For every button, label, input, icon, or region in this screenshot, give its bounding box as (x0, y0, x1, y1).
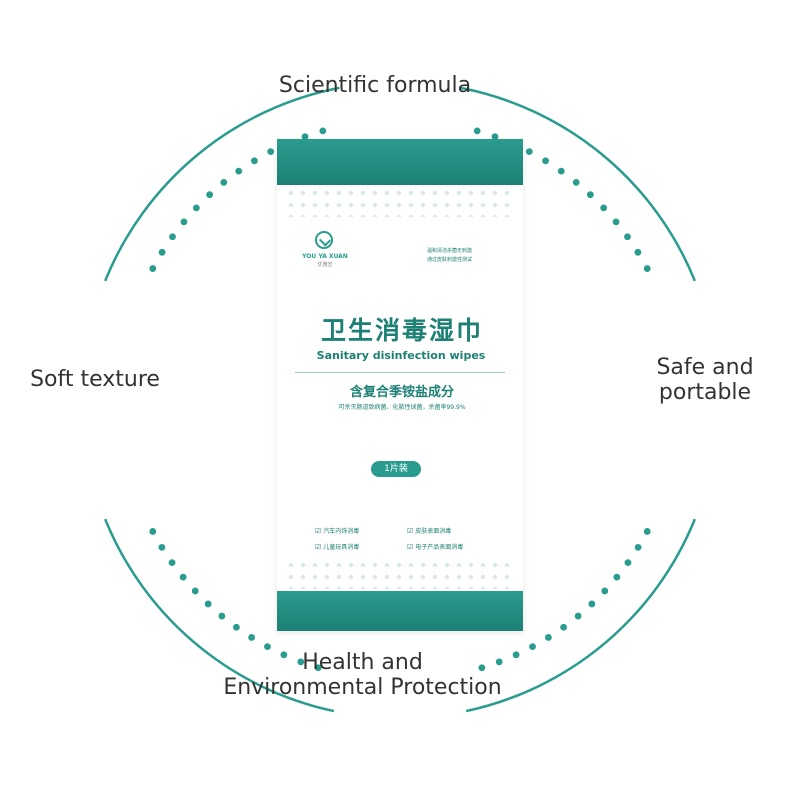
frame-dot-bottom-left (233, 623, 240, 631)
feature-health-environment: Health and Environmental Protection (190, 650, 535, 700)
frame-dot-bottom-left (158, 543, 166, 551)
brand-name-en: YOU YA XUAN (302, 253, 348, 260)
feature-health-line1: Health and (302, 650, 423, 675)
frame-dot-top-right (643, 265, 651, 272)
feature-health-line2: Environmental Protection (223, 675, 502, 700)
frame-dot-top-left (206, 191, 214, 199)
frame-dot-top-right (572, 178, 580, 186)
frame-dot-top-left (149, 265, 157, 272)
frame-dot-bottom-right (574, 612, 582, 620)
frame-dot-top-left (267, 148, 275, 156)
frame-dot-bottom-left (204, 600, 212, 608)
package-bottom-band (277, 591, 523, 631)
frame-dot-top-right (542, 157, 550, 165)
frame-dot-top-left (169, 233, 176, 241)
frame-dot-top-left (250, 157, 258, 165)
feature-safe-portable-line2: portable (658, 380, 752, 405)
frame-dot-top-left (158, 248, 166, 256)
frame-dot-bottom-right (601, 587, 609, 595)
package-top-band (277, 139, 523, 185)
frame-dot-bottom-left (179, 573, 187, 581)
frame-dot-bottom-left (280, 651, 288, 659)
frame-dot-bottom-left (168, 559, 176, 566)
frame-dot-bottom-right (529, 643, 536, 651)
product-small-text: 可杀灭肠道致病菌、化脓性球菌，杀菌率99.9% (338, 404, 466, 411)
frame-dot-bottom-right (544, 634, 552, 641)
count-badge: 1片装 (371, 461, 421, 477)
frame-dot-bottom-right (560, 623, 567, 631)
frame-dot-top-left (180, 218, 188, 226)
frame-dot-bottom-right (613, 573, 621, 581)
frame-dot-top-right (624, 233, 631, 241)
title-divider (295, 372, 505, 373)
frame-dot-top-left (235, 167, 243, 175)
frame-dot-bottom-right (643, 528, 651, 535)
package-note-line2: 通过皮肤刺激性测试 (427, 257, 473, 263)
package-pattern-top (285, 187, 515, 217)
frame-dot-bottom-left (248, 634, 256, 641)
frame-dot-top-right (612, 218, 620, 226)
use-item-car-interior: 汽车内饰消毒 (315, 526, 359, 535)
use-item-skin-surface: 皮肤表面消毒 (407, 526, 451, 535)
frame-arc-top-left (103, 86, 340, 282)
frame-dot-top-right (473, 127, 481, 135)
package-pattern-bottom (285, 559, 515, 589)
frame-dot-top-right (525, 148, 533, 156)
frame-arc-bottom-right (465, 518, 697, 713)
frame-dot-bottom-left (264, 643, 271, 651)
frame-dot-top-left (301, 133, 309, 141)
frame-dot-top-right (600, 204, 608, 212)
frame-dot-top-right (557, 167, 565, 175)
frame-dot-bottom-left (191, 587, 199, 595)
frame-arc-bottom-left (103, 518, 335, 713)
frame-dot-bottom-right (512, 651, 520, 659)
package-note-line1: 温和清洁杀菌无刺激 (427, 248, 473, 254)
frame-dot-top-right (586, 191, 594, 199)
feature-scientific-formula: Scientific formula (278, 73, 472, 98)
frame-dot-top-right (491, 133, 499, 141)
product-title-zh: 卫生消毒湿巾 (320, 316, 483, 345)
frame-dot-bottom-left (149, 528, 157, 535)
feature-soft-texture: Soft texture (30, 367, 160, 392)
product-subtitle-zh: 含复合季铵盐成分 (349, 385, 454, 400)
frame-dot-bottom-right (588, 600, 596, 608)
frame-dot-top-left (319, 127, 327, 135)
frame-dot-top-right (634, 248, 642, 256)
frame-dot-bottom-left (218, 612, 226, 620)
product-title-en: Sanitary disinfection wipes (316, 349, 486, 362)
frame-arc-top-right (460, 86, 697, 282)
frame-dot-top-left (192, 204, 200, 212)
wipes-package: YOU YA XUAN 优雅宣 温和清洁杀菌无刺激 通过皮肤刺激性测试 卫生消毒… (277, 139, 523, 631)
use-item-children-toys: 儿童玩具消毒 (315, 542, 359, 551)
frame-dot-bottom-right (624, 559, 632, 566)
frame-dot-top-left (220, 178, 228, 186)
brand-name-zh: 优雅宣 (317, 262, 333, 268)
frame-dot-bottom-left (314, 664, 322, 672)
frame-dot-bottom-left (297, 658, 305, 666)
feature-safe-portable: Safe and portable (630, 355, 780, 405)
frame-dot-bottom-right (478, 664, 486, 672)
frame-dot-bottom-right (634, 543, 642, 551)
frame-dot-bottom-right (495, 658, 503, 666)
feature-safe-portable-line1: Safe and (656, 355, 754, 380)
use-item-electronics: 电子产品表面消毒 (407, 542, 463, 551)
brand-logo-icon (315, 231, 333, 249)
